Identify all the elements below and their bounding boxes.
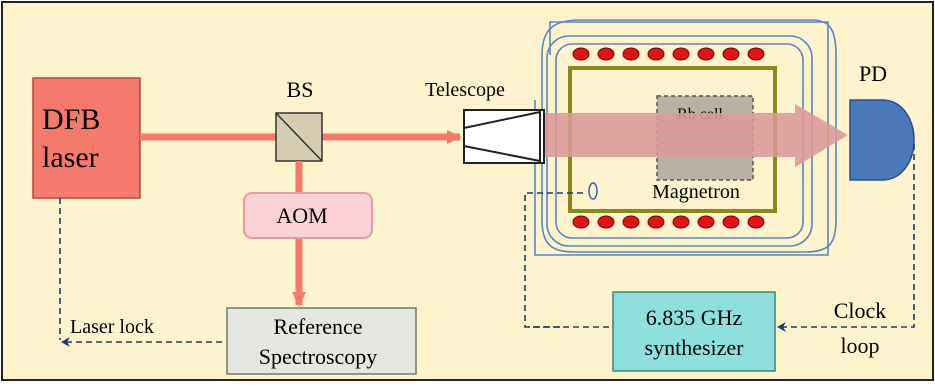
pd-label: PD [859,61,887,86]
telescope-lens-profile [463,110,541,163]
magnetron-label: Magnetron [652,181,740,203]
coil-dot [697,215,715,229]
telescope-label: Telescope [425,79,505,101]
laser-lock-label: Laser lock [70,316,154,338]
coil-dot [747,47,765,61]
coil-dot [672,47,690,61]
microwave-feed-line [524,192,609,328]
synth-label-line2: synthesizer [645,335,745,360]
loop-antenna [588,182,598,200]
clock-label-line1: Clock [834,298,887,323]
coil-dot [622,215,640,229]
reference-label-line1: Reference [273,314,362,339]
coil-dot [647,47,665,61]
telescope [463,109,545,164]
coil-dot [747,215,765,229]
coil-dot [572,215,590,229]
synth-label-line1: 6.835 GHz [646,305,743,330]
coil-dot [622,47,640,61]
dfb-laser-box [32,77,141,199]
coil-dot [597,215,615,229]
aom-box [243,192,373,239]
coil-top-row [572,47,765,61]
coil-dot [647,215,665,229]
photodetector [849,99,915,181]
beam-splitter-diagonal [275,112,323,162]
coil-dot [722,215,740,229]
coil-dot [597,47,615,61]
dfb-label-line2: laser [42,141,99,174]
clock-label-line2: loop [840,333,879,358]
coil-dot [697,47,715,61]
coil-dot [722,47,740,61]
synthesizer-box [612,291,776,372]
probe-beam-arrow [545,104,848,167]
background-panel [1,1,934,381]
bs-label: BS [287,77,314,102]
dfb-label-line1: DFB [42,103,100,136]
coil-dot [572,47,590,61]
reference-label-line2: Spectroscopy [259,344,378,369]
coil-bottom-row [572,215,765,229]
shield-outer-bottom [534,100,829,256]
aom-label: AOM [276,203,327,228]
reference-spectroscopy-box [226,307,417,375]
clock-loop-line [777,144,915,332]
coil-dot [672,215,690,229]
